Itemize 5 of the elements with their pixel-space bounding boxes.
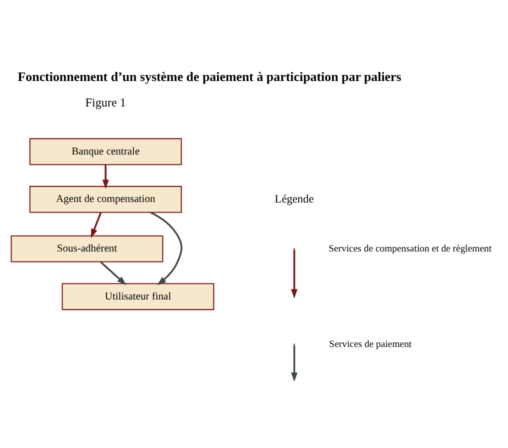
legend-label: Services de compensation et de règlement <box>328 243 492 254</box>
legend-label: Services de paiement <box>329 338 412 350</box>
label: Figure 1 <box>85 96 126 110</box>
diagram-title: Fonctionnement d’un système de paiement à participation par paliers <box>18 69 402 84</box>
label: Légende <box>274 193 314 206</box>
